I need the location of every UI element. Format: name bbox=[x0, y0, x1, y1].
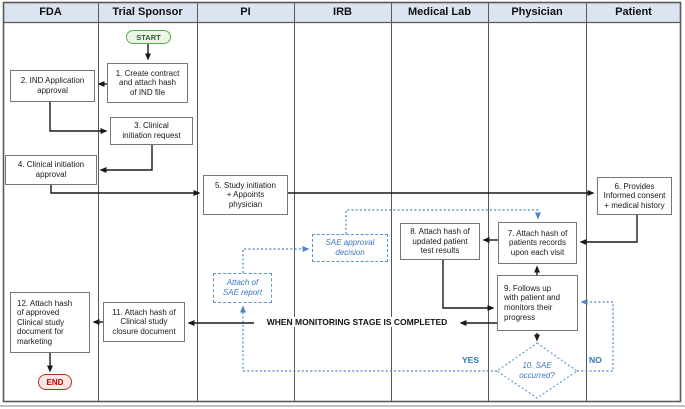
lane-label: Trial Sponsor bbox=[112, 6, 183, 18]
lane-header-pi: PI bbox=[197, 2, 294, 22]
attach-of-sae-report-box: Attach of SAE report bbox=[213, 273, 272, 303]
lane-header-physician: Physician bbox=[488, 2, 586, 22]
step-6-informed-consent: 6. Provides Informed consent + medical h… bbox=[597, 177, 672, 215]
step-3-clinical-initiation-request: 3. Clinical initiation request bbox=[110, 117, 193, 145]
lane-label: Physician bbox=[511, 6, 563, 18]
lane-label: IRB bbox=[333, 6, 352, 18]
step-9-follow-up: 9. Follows up with patient and monitors … bbox=[497, 275, 578, 331]
step-11-attach-hash-closure-document: 11. Attach hash of Clinical study closur… bbox=[103, 302, 185, 342]
step-12-attach-hash-marketing-document: 12. Attach hash of approved Clinical stu… bbox=[10, 292, 90, 353]
lane-header-irb: IRB bbox=[294, 2, 391, 22]
no-label: NO bbox=[589, 355, 602, 365]
lane-label: FDA bbox=[39, 6, 62, 18]
start-node: START bbox=[126, 30, 171, 44]
lane-header-medical-lab: Medical Lab bbox=[391, 2, 488, 22]
yes-label: YES bbox=[462, 355, 480, 365]
step-5-study-initiation: 5. Study initiation + Appoints physician bbox=[203, 175, 288, 215]
lane-header-fda: FDA bbox=[3, 2, 98, 22]
lane-label: Patient bbox=[615, 6, 652, 18]
sae-approval-decision-box: SAE approval decision bbox=[312, 234, 388, 262]
step-7-attach-hash-patient-records: 7. Attach hash of patients records upon … bbox=[498, 222, 577, 264]
monitoring-complete-label: WHEN MONITORING STAGE IS COMPLETED bbox=[254, 317, 460, 328]
lane-header-patient: Patient bbox=[586, 2, 681, 22]
lane-label: Medical Lab bbox=[408, 6, 471, 18]
lane-label: PI bbox=[240, 6, 251, 18]
lane-header-trial-sponsor: Trial Sponsor bbox=[98, 2, 197, 22]
step-2-ind-application-approval: 2. IND Application approval bbox=[10, 70, 95, 102]
step-8-attach-hash-test-results: 8. Attach hash of updated patient test r… bbox=[400, 223, 480, 260]
step-4-clinical-initiation-approval: 4. Clinical initiation approval bbox=[5, 155, 97, 185]
step-10-sae-occurred-label: 10. SAE occurred? bbox=[519, 360, 555, 380]
end-node: END bbox=[38, 374, 72, 390]
step-1-create-contract: 1. Create contract and attach hash of IN… bbox=[107, 63, 188, 103]
